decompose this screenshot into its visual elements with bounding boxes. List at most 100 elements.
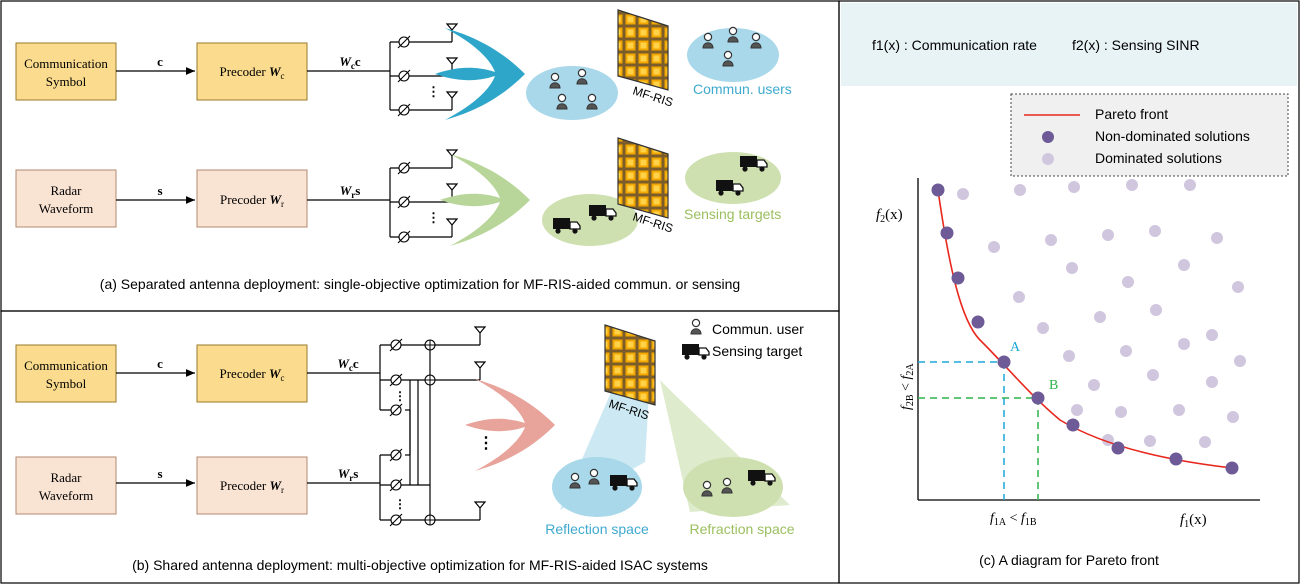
svg-text:⋮: ⋮ — [427, 210, 440, 225]
output-wr-b: Wrs — [338, 466, 359, 483]
dominated-point — [1088, 379, 1100, 391]
output-wr: Wrs — [340, 183, 361, 200]
reflection-ellipse — [552, 457, 642, 517]
output-wc: Wcc — [339, 54, 361, 71]
radar-b-line2: Waveform — [39, 488, 94, 503]
dominated-point — [1150, 304, 1162, 316]
pareto-front-curve — [937, 189, 1233, 469]
f2-description: f2(x) : Sensing SINR — [1072, 37, 1200, 53]
signal-s: s — [157, 183, 162, 198]
svg-text:⋮: ⋮ — [394, 497, 406, 511]
precoder-r-label-b: Precoder Wr — [220, 478, 284, 495]
dominated-point — [1206, 376, 1218, 388]
dominated-point — [1120, 345, 1132, 357]
nondominated-point — [931, 183, 945, 197]
legend-target-label: Sensing target — [712, 343, 802, 359]
dominated-point — [1122, 276, 1134, 288]
y-compare: f2B < f2A — [899, 363, 916, 410]
caption-c: (c) A diagram for Pareto front — [979, 552, 1159, 568]
point-b-label: B — [1049, 378, 1058, 393]
dominated-point — [1126, 179, 1138, 191]
dominated-point — [1211, 232, 1223, 244]
dominated-point — [1178, 259, 1190, 271]
legend-dominated: Dominated solutions — [1095, 150, 1222, 166]
dominated-point — [1184, 179, 1196, 191]
user-cluster-ellipse-2 — [687, 28, 779, 82]
mf-ris-icon — [617, 9, 669, 91]
chart-legend — [1010, 93, 1289, 177]
precoder-c-box-b — [196, 344, 308, 403]
nondominated-point — [1031, 391, 1045, 405]
y-axis-label: f2(x) — [876, 207, 903, 225]
panel-c: f1(x) : Communication rate f2(x) : Sensi… — [841, 3, 1297, 568]
signal-s-b: s — [157, 466, 162, 481]
refraction-space-label: Refraction space — [689, 521, 794, 537]
radar-line1: Radar — [50, 183, 82, 198]
dominated-point — [1068, 181, 1080, 193]
dominated-point — [1178, 338, 1190, 350]
dominated-point — [1115, 406, 1127, 418]
dominated-point — [957, 188, 969, 200]
caption-a: (a) Separated antenna deployment: single… — [100, 276, 740, 292]
dominated-point — [988, 241, 1000, 253]
dominated-point — [1013, 291, 1025, 303]
dominated-points — [957, 179, 1246, 448]
dominated-point — [1199, 436, 1211, 448]
user-cluster-ellipse — [526, 66, 618, 120]
comm-symbol-b-line2: Symbol — [46, 376, 87, 391]
dominated-point — [1149, 225, 1161, 237]
signal-c: c — [157, 54, 163, 69]
f1-description: f1(x) : Communication rate — [872, 37, 1037, 53]
dominated-point — [1227, 411, 1239, 423]
mf-ris-icon-3 — [604, 324, 656, 406]
legend-user-label: Commun. user — [712, 321, 804, 337]
nondominated-point — [940, 226, 954, 240]
nondominated-point — [971, 315, 985, 329]
nondominated-point — [997, 355, 1011, 369]
dominated-point — [1144, 435, 1156, 447]
dominated-point — [1102, 229, 1114, 241]
precoder-r-label: Precoder Wr — [220, 192, 284, 209]
precoder-c-label: Precoder Wc — [219, 64, 284, 81]
dominated-point — [1234, 355, 1246, 367]
commun-users-label: Commun. users — [693, 81, 792, 97]
dominated-point — [1066, 262, 1078, 274]
radar-waveform-box-b — [15, 456, 117, 515]
point-a-label: A — [1010, 340, 1021, 355]
precoder-c-label-b: Precoder Wc — [219, 366, 284, 383]
precoder-c-box — [196, 42, 308, 101]
comm-symbol-box-b — [15, 344, 117, 403]
dominated-point — [1094, 311, 1106, 323]
dominated-point — [1232, 281, 1244, 293]
radar-b-line1: Radar — [50, 470, 82, 485]
comm-symbol-box — [15, 42, 117, 101]
dominated-point — [1045, 234, 1057, 246]
panel-c-header — [841, 3, 1297, 86]
nondominated-point — [951, 271, 965, 285]
comm-symbol-b-line1: Communication — [24, 358, 108, 373]
nondominated-point — [1111, 441, 1125, 455]
svg-text:⋮: ⋮ — [427, 84, 440, 99]
nondominated-point — [1066, 418, 1080, 432]
panel-c-border — [838, 0, 1300, 584]
legend-nondominated: Non-dominated solutions — [1095, 128, 1250, 144]
x-axis-label: f1(x) — [1180, 512, 1207, 530]
svg-text:⋮: ⋮ — [394, 389, 406, 403]
target-cluster-ellipse — [542, 194, 638, 246]
dominated-point — [1037, 322, 1049, 334]
radar-line2: Waveform — [39, 201, 94, 216]
antenna-icon — [446, 23, 458, 37]
svg-text:⋮: ⋮ — [478, 435, 494, 452]
sensing-targets-label: Sensing targets — [684, 206, 781, 222]
nondominated-points — [931, 183, 1239, 475]
nondominated-point — [1225, 461, 1239, 475]
comm-symbol-line1: Communication — [24, 56, 108, 71]
dominated-point — [1206, 329, 1218, 341]
panel-b: Communication Symbol c Precoder Wc Wcc R… — [15, 318, 804, 573]
legend-pareto: Pareto front — [1095, 106, 1168, 122]
comm-symbol-line2: Symbol — [46, 74, 87, 89]
caption-b: (b) Shared antenna deployment: multi-obj… — [132, 557, 708, 573]
dominated-point — [1071, 404, 1083, 416]
dominated-point — [1147, 369, 1159, 381]
target-cluster-ellipse-2 — [685, 152, 781, 204]
